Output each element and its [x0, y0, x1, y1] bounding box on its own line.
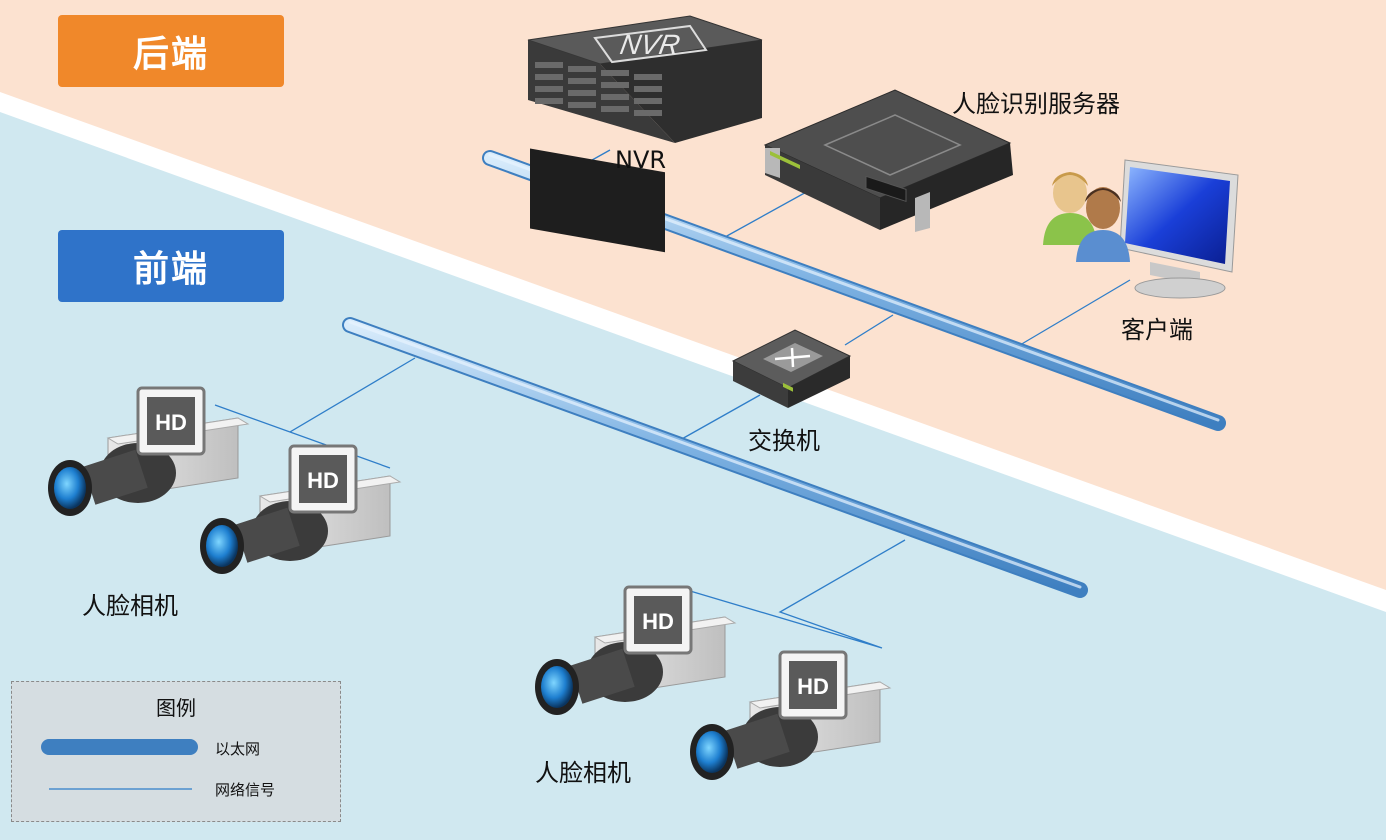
- face-camera-group-2-label: 人脸相机: [535, 759, 631, 787]
- legend-swatches: [41, 739, 198, 790]
- backend-zone-label: 后端: [58, 15, 284, 87]
- client-label: 客户端: [1121, 316, 1193, 344]
- legend-signal-label: 网络信号: [215, 781, 276, 799]
- frontend-zone-label: 前端: [58, 230, 284, 302]
- frontend-zone: [0, 112, 1386, 840]
- switch-label: 交换机: [748, 427, 820, 455]
- face-camera-group-1-label: 人脸相机: [82, 592, 178, 620]
- legend-title: 图例: [156, 696, 196, 720]
- face-server-label: 人脸识别服务器: [952, 90, 1120, 118]
- svg-text:NVR: NVR: [618, 28, 683, 60]
- nvr-label: NVR: [615, 146, 667, 174]
- legend-ethernet-label: 以太网: [215, 740, 261, 758]
- legend: 图例 以太网 网络信号: [11, 681, 341, 822]
- network-switch-icon: [731, 329, 852, 408]
- backend-zone: [0, 0, 1386, 590]
- signal-lines: [214, 149, 1131, 649]
- frontend-ethernet: [342, 317, 1088, 598]
- client-workstation-icon: [1043, 159, 1239, 299]
- nvr-server-icon: NVR: [527, 15, 763, 253]
- face-server-icon: [763, 89, 1013, 232]
